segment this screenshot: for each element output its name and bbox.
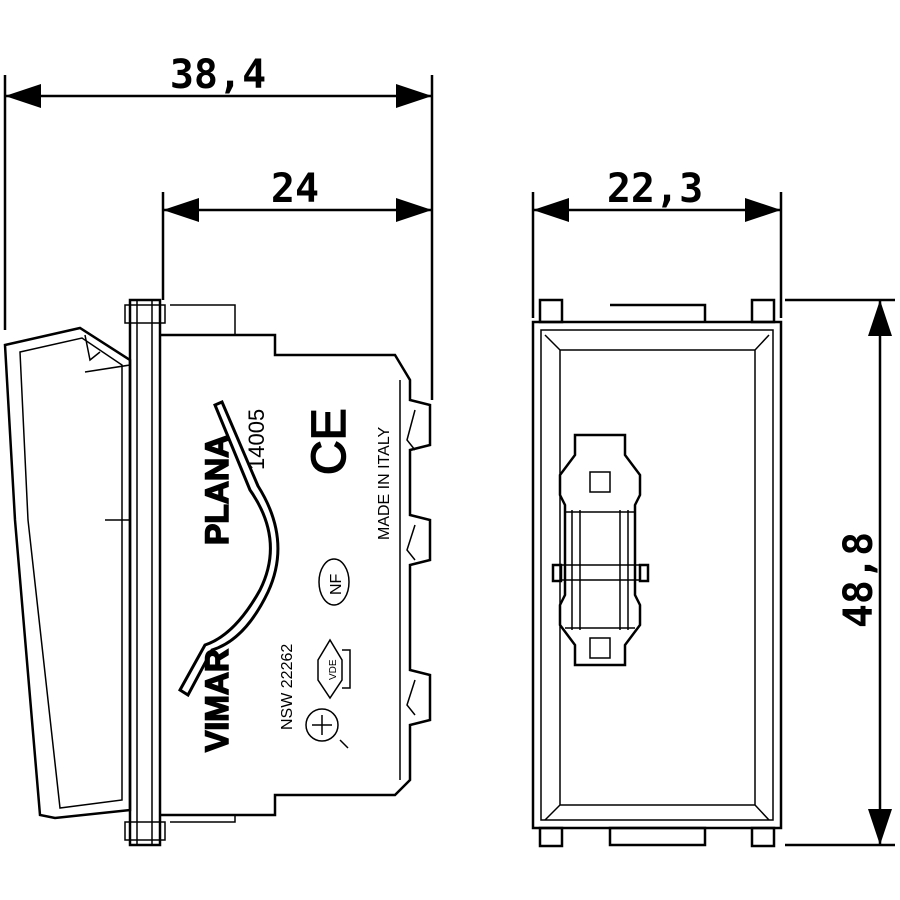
origin-label: MADE IN ITALY — [376, 426, 393, 540]
dimension-label: 24 — [271, 166, 319, 212]
vde-mark: VDE — [328, 659, 339, 680]
nf-mark-icon — [318, 558, 350, 606]
brand-label: VIMAR — [199, 649, 235, 752]
dimension-body-depth: 24 — [161, 166, 432, 300]
terminal — [551, 433, 650, 667]
series-label: PLANA — [199, 435, 235, 545]
standard-label: NSW 22262 — [279, 644, 296, 730]
dimension-width: 22,3 — [531, 166, 783, 318]
ce-mark: CE — [303, 408, 356, 475]
article-number: 14005 — [244, 409, 269, 470]
side-view: VIMAR PLANA 14005 CE MADE IN ITALY NSW 2… — [3, 298, 432, 847]
rear-view — [531, 298, 783, 848]
rear-housing — [531, 320, 783, 830]
dimension-height: 48,8 — [785, 298, 895, 847]
housing — [160, 333, 432, 817]
vde-mark-icon — [317, 638, 351, 700]
mounting-frame — [128, 298, 162, 847]
rocker-key — [3, 326, 132, 820]
nf-mark: NF — [328, 573, 345, 595]
dimension-label: 22,3 — [607, 166, 703, 212]
dimension-label: 38,4 — [170, 52, 266, 98]
imq-mark-icon — [305, 708, 339, 742]
wire-spring-icon — [177, 400, 280, 698]
dimension-label: 48,8 — [836, 532, 882, 628]
dimension-overall-depth: 38,4 — [3, 52, 434, 400]
